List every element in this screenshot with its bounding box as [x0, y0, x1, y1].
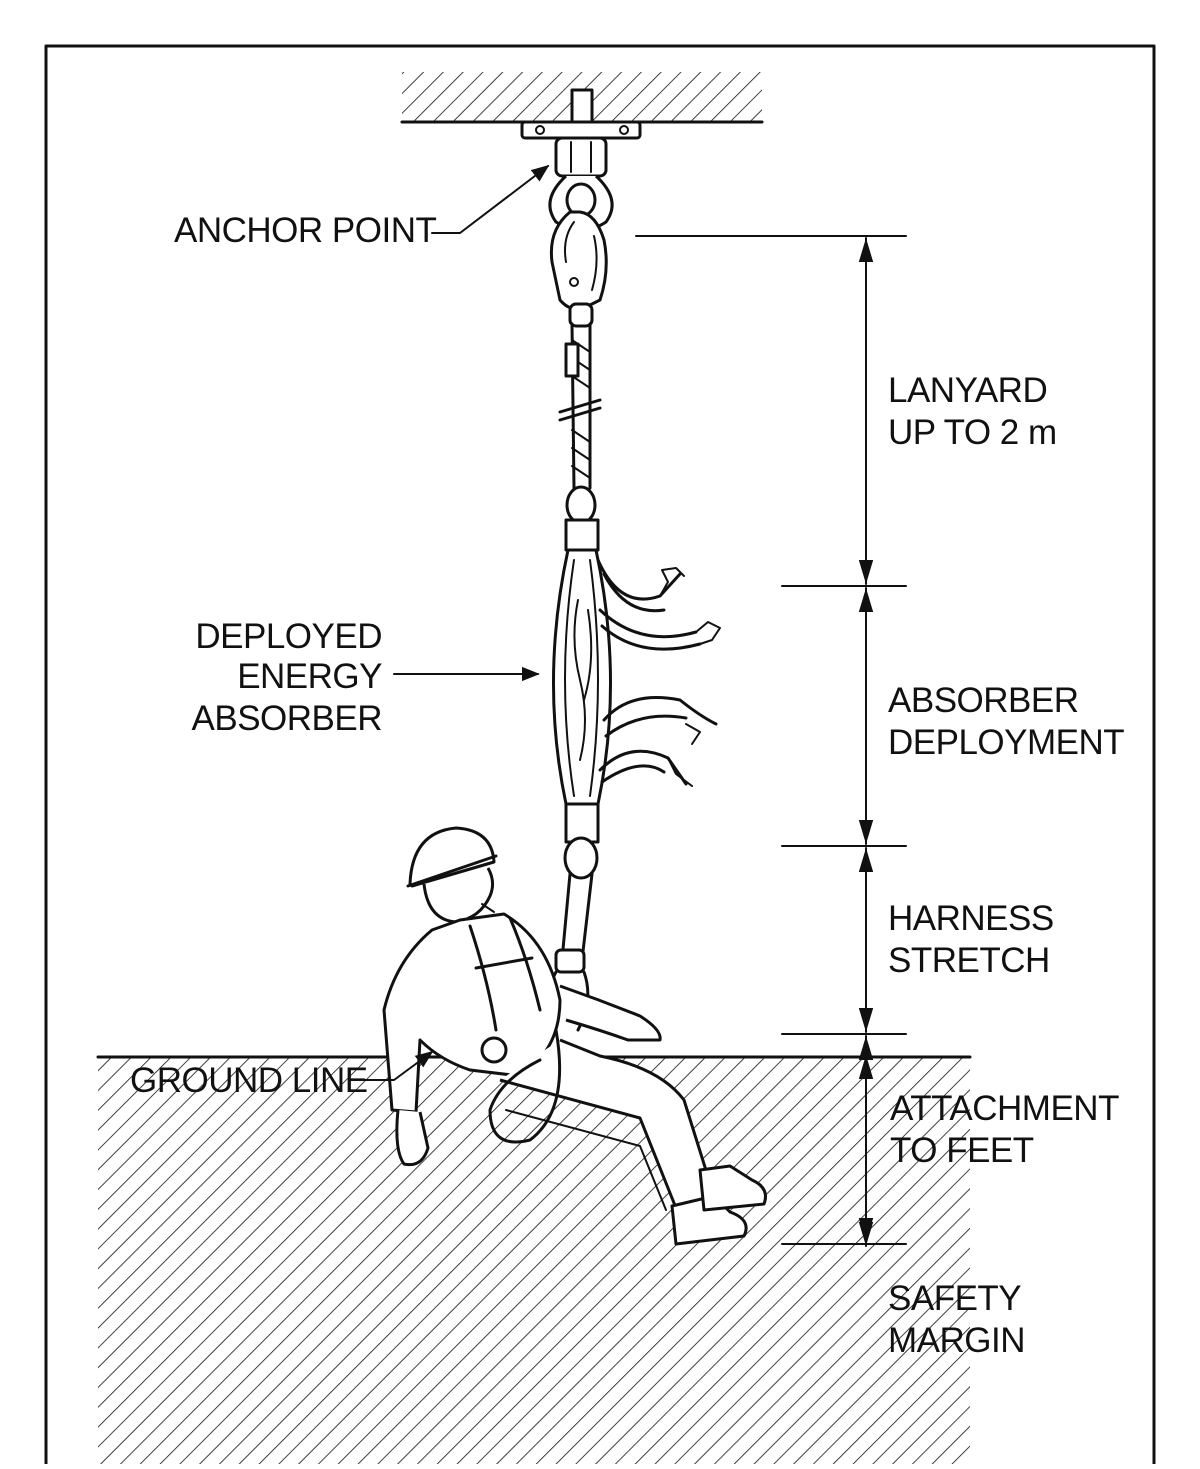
anchor-point-label: ANCHOR POINT [174, 211, 436, 250]
dimension-ticks [635, 235, 907, 1245]
ground-line-label: GROUND LINE [130, 1061, 368, 1100]
absorber-label-line-3: ABSORBER [192, 699, 383, 738]
energy-absorber [551, 548, 721, 880]
snap-hook [549, 210, 608, 328]
segment-label-line: HARNESS [888, 899, 1054, 938]
segment-label-line: MARGIN [888, 1321, 1025, 1360]
segment-label-safety-margin: SAFETY MARGIN [888, 1279, 1026, 1360]
callout-leaders [361, 164, 550, 1081]
segment-label-line: UP TO 2 m [888, 413, 1057, 452]
absorber-label-line-2: ENERGY [237, 657, 382, 696]
segment-label-line: DEPLOYMENT [888, 723, 1124, 762]
suspended-worker [382, 826, 767, 1246]
segment-label-line: SAFETY [888, 1279, 1021, 1318]
segment-label-line: STRETCH [888, 941, 1050, 980]
segment-label-line: ABSORBER [888, 681, 1079, 720]
segment-label-line: ATTACHMENT [890, 1089, 1119, 1128]
absorber-top-ring [564, 485, 600, 552]
diagram-frame [44, 44, 1156, 1469]
ground [96, 1055, 972, 1464]
segment-label-absorber-deployment: ABSORBER DEPLOYMENT [888, 681, 1125, 762]
lanyard-rope [558, 322, 602, 490]
anchor-point-hardware [520, 88, 642, 232]
segment-label-line: TO FEET [890, 1131, 1034, 1170]
segment-label-line: LANYARD [888, 371, 1047, 410]
deployed-energy-absorber-label: DEPLOYED ENERGY ABSORBER [192, 617, 383, 738]
segment-label-harness-stretch: HARNESS STRETCH [888, 899, 1054, 980]
absorber-label-line-1: DEPLOYED [195, 617, 382, 656]
segment-label-lanyard: LANYARD UP TO 2 m [888, 371, 1057, 452]
segment-label-attachment-to-feet: ATTACHMENT TO FEET [890, 1089, 1120, 1170]
